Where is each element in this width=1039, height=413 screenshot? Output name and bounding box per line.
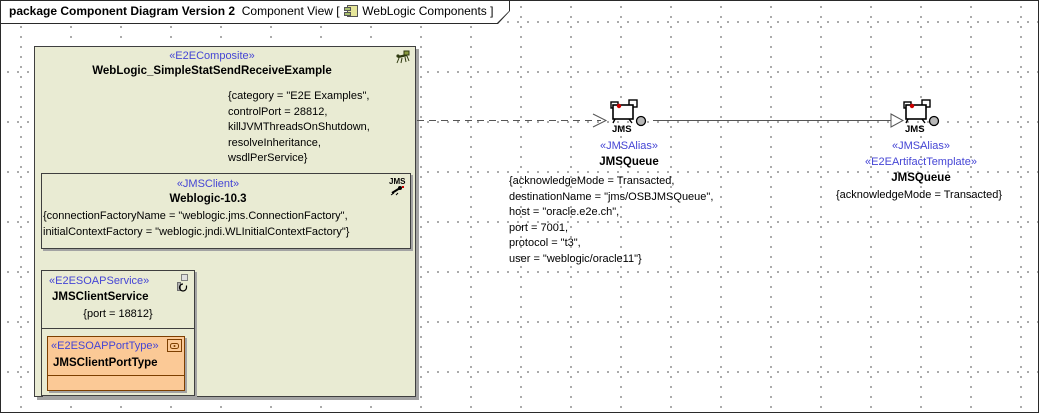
soap-service-stereotype: «E2ESOAPService» (49, 275, 150, 287)
composite-properties: {category = "E2E Examples", controlPort … (228, 90, 370, 164)
svg-text:JMS: JMS (612, 124, 632, 135)
jms-queue-mid-name: JMSQueue (599, 156, 659, 168)
composite-name: WebLogic_SimpleStatSendReceiveExample (92, 65, 332, 77)
jms-client-stereotype: «JMSClient» (176, 178, 240, 190)
soap-service-component[interactable]: «E2ESOAPService» JMSClientService {port … (41, 270, 195, 396)
port-type-name: JMSClientPortType (53, 357, 158, 369)
composite-component-weblogic-example[interactable]: «E2EComposite» WebLogic_SimpleStatSendRe… (34, 46, 416, 397)
composite-stereotype: «E2EComposite» (169, 50, 255, 62)
view-close-bracket: ] (490, 4, 494, 18)
jms-client-icon: JMS (389, 177, 406, 196)
view-label: Component View [ (241, 4, 340, 18)
view-name: WebLogic Components (362, 4, 487, 18)
jms-queue-right-property: {acknowledgeMode = Transacted} (835, 189, 1003, 201)
porttype-icon (167, 339, 182, 352)
svg-text:JMS: JMS (389, 177, 406, 186)
soap-service-property: {port = 18812} (83, 308, 153, 320)
jms-client-component[interactable]: «JMSClient» Weblogic-10.3 {connectionFac… (41, 173, 411, 249)
jms-client-name: Weblogic-10.3 (169, 193, 247, 205)
jms-client-properties: {connectionFactoryName = "weblogic.jms.C… (43, 210, 350, 238)
soap-service-name: JMSClientService (52, 291, 149, 303)
dependency-connector-dashed[interactable] (417, 112, 609, 129)
port-type-stereotype: «E2ESOAPPortType» (51, 340, 159, 352)
port-type-element[interactable]: «E2ESOAPPortType» JMSClientPortType (47, 336, 185, 391)
jms-queue-right-name: JMSQueue (891, 172, 951, 184)
frame-keyword: package (9, 4, 58, 18)
jms-queue-right-stereotype-1: «JMSAlias» (891, 140, 951, 152)
jms-queue-mid-properties: {acknowledgeMode = Transacted, destinati… (509, 175, 714, 265)
diagram-title: Component Diagram Version 2 (60, 4, 236, 18)
generalization-connector[interactable] (651, 112, 904, 129)
composite-figure-icon (396, 50, 410, 64)
port-type-compartment-divider (48, 375, 184, 376)
jms-queue-icon-mid[interactable]: JMS (605, 97, 649, 135)
jms-queue-right-stereotype-2: «E2EArtifactTemplate» (865, 156, 977, 168)
jms-queue-icon-right[interactable]: JMS (898, 97, 942, 135)
component-icon (343, 5, 358, 17)
soap-service-compartment-divider (42, 328, 194, 329)
diagram-frame-tab: package Component Diagram Version 2 Comp… (1, 1, 509, 23)
svg-text:JMS: JMS (905, 124, 925, 135)
jms-queue-mid-stereotype: «JMSAlias» (599, 140, 659, 152)
service-port-icon (177, 274, 188, 292)
